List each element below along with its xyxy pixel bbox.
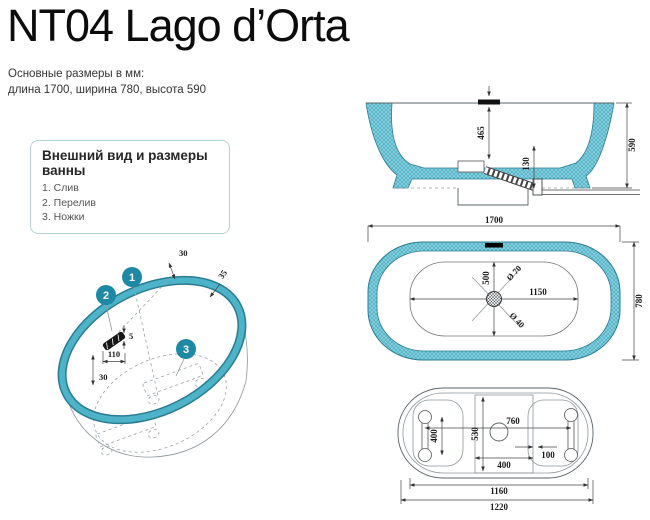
bottom-outline (397, 387, 594, 479)
dim-1220: 1220 (490, 502, 509, 512)
dim-rim-side-35: 35 (216, 268, 229, 281)
dim-760: 760 (506, 416, 520, 426)
waste-pipe (483, 166, 640, 196)
drain-fitting (457, 160, 485, 173)
svg-text:1: 1 (129, 272, 135, 284)
dim-rim-top-30: 30 (179, 248, 188, 258)
subtitle-line-1: Основные размеры в мм: (8, 68, 145, 80)
rim-band (57, 275, 247, 425)
legend-item-feet: 3. Ножки (42, 211, 85, 224)
dim-overflow-5: 5 (129, 331, 133, 341)
overflow-slot-side (478, 99, 500, 105)
callout-1-leader (133, 286, 159, 397)
svg-text:3: 3 (183, 344, 189, 356)
dim-530: 530 (470, 427, 480, 441)
legend-item-overflow: 2. Перелив (42, 196, 96, 209)
left-foot-panel (412, 399, 464, 467)
left-leg-rail (418, 410, 432, 462)
page-title: NT04 Lago d’Orta (7, 0, 350, 51)
drain-hole (489, 422, 509, 442)
floor-recess (457, 188, 529, 206)
callout-2-leader (105, 304, 113, 332)
dim-1150: 1150 (529, 287, 547, 297)
dim-465: 465 (476, 126, 486, 140)
dim-130: 130 (521, 157, 531, 171)
dim-780: 780 (634, 294, 644, 308)
callout-1-badge: 1 (122, 267, 142, 287)
dim-500: 500 (481, 271, 491, 285)
callout-2-badge: 2 (96, 285, 116, 305)
legend-list: 1. Слив 2. Перелив 3. Ножки (42, 181, 218, 225)
overflow-slot (102, 331, 126, 351)
legend-title: Внешний вид и размеры ванны (42, 148, 208, 178)
tub-body-outline (65, 306, 248, 458)
legend-item-drain: 1. Слив (42, 182, 79, 194)
dim-1160: 1160 (490, 486, 508, 496)
rim-top-leader (117, 277, 171, 334)
dim-100: 100 (541, 450, 555, 460)
leg-rail-near (95, 414, 160, 456)
top-view: 1700 500 1150 Ø 70 Ø 40 780 (367, 216, 644, 361)
subtitle: Основные размеры в мм: длина 1700, ширин… (8, 66, 206, 98)
callout-3-badge: 3 (176, 339, 196, 359)
dim-offset-30: 30 (99, 372, 108, 382)
perspective-view: 30 35 5 110 30 1 2 3 (57, 248, 248, 458)
svg-text:2: 2 (103, 290, 109, 302)
dim-590: 590 (627, 138, 637, 152)
callout-3-leader (175, 358, 185, 377)
dim-400-leg: 400 (429, 429, 439, 443)
right-foot-panel (527, 399, 579, 467)
legend-box: Внешний вид и размеры ванны 1. Слив 2. П… (30, 140, 230, 235)
overflow-slot-top (485, 243, 503, 248)
right-leg-rail (564, 408, 578, 462)
dim-400-base: 400 (497, 460, 511, 470)
dim-1700: 1700 (485, 216, 504, 225)
base-panel (474, 394, 534, 474)
subtitle-line-2: длина 1700, ширина 780, высота 590 (8, 84, 207, 97)
dim-overflow-110: 110 (108, 349, 120, 359)
bottom-view: 400 530 400 760 100 1160 1220 (397, 387, 594, 512)
drain-circle (486, 291, 502, 307)
side-view: 465 130 590 (365, 86, 640, 206)
